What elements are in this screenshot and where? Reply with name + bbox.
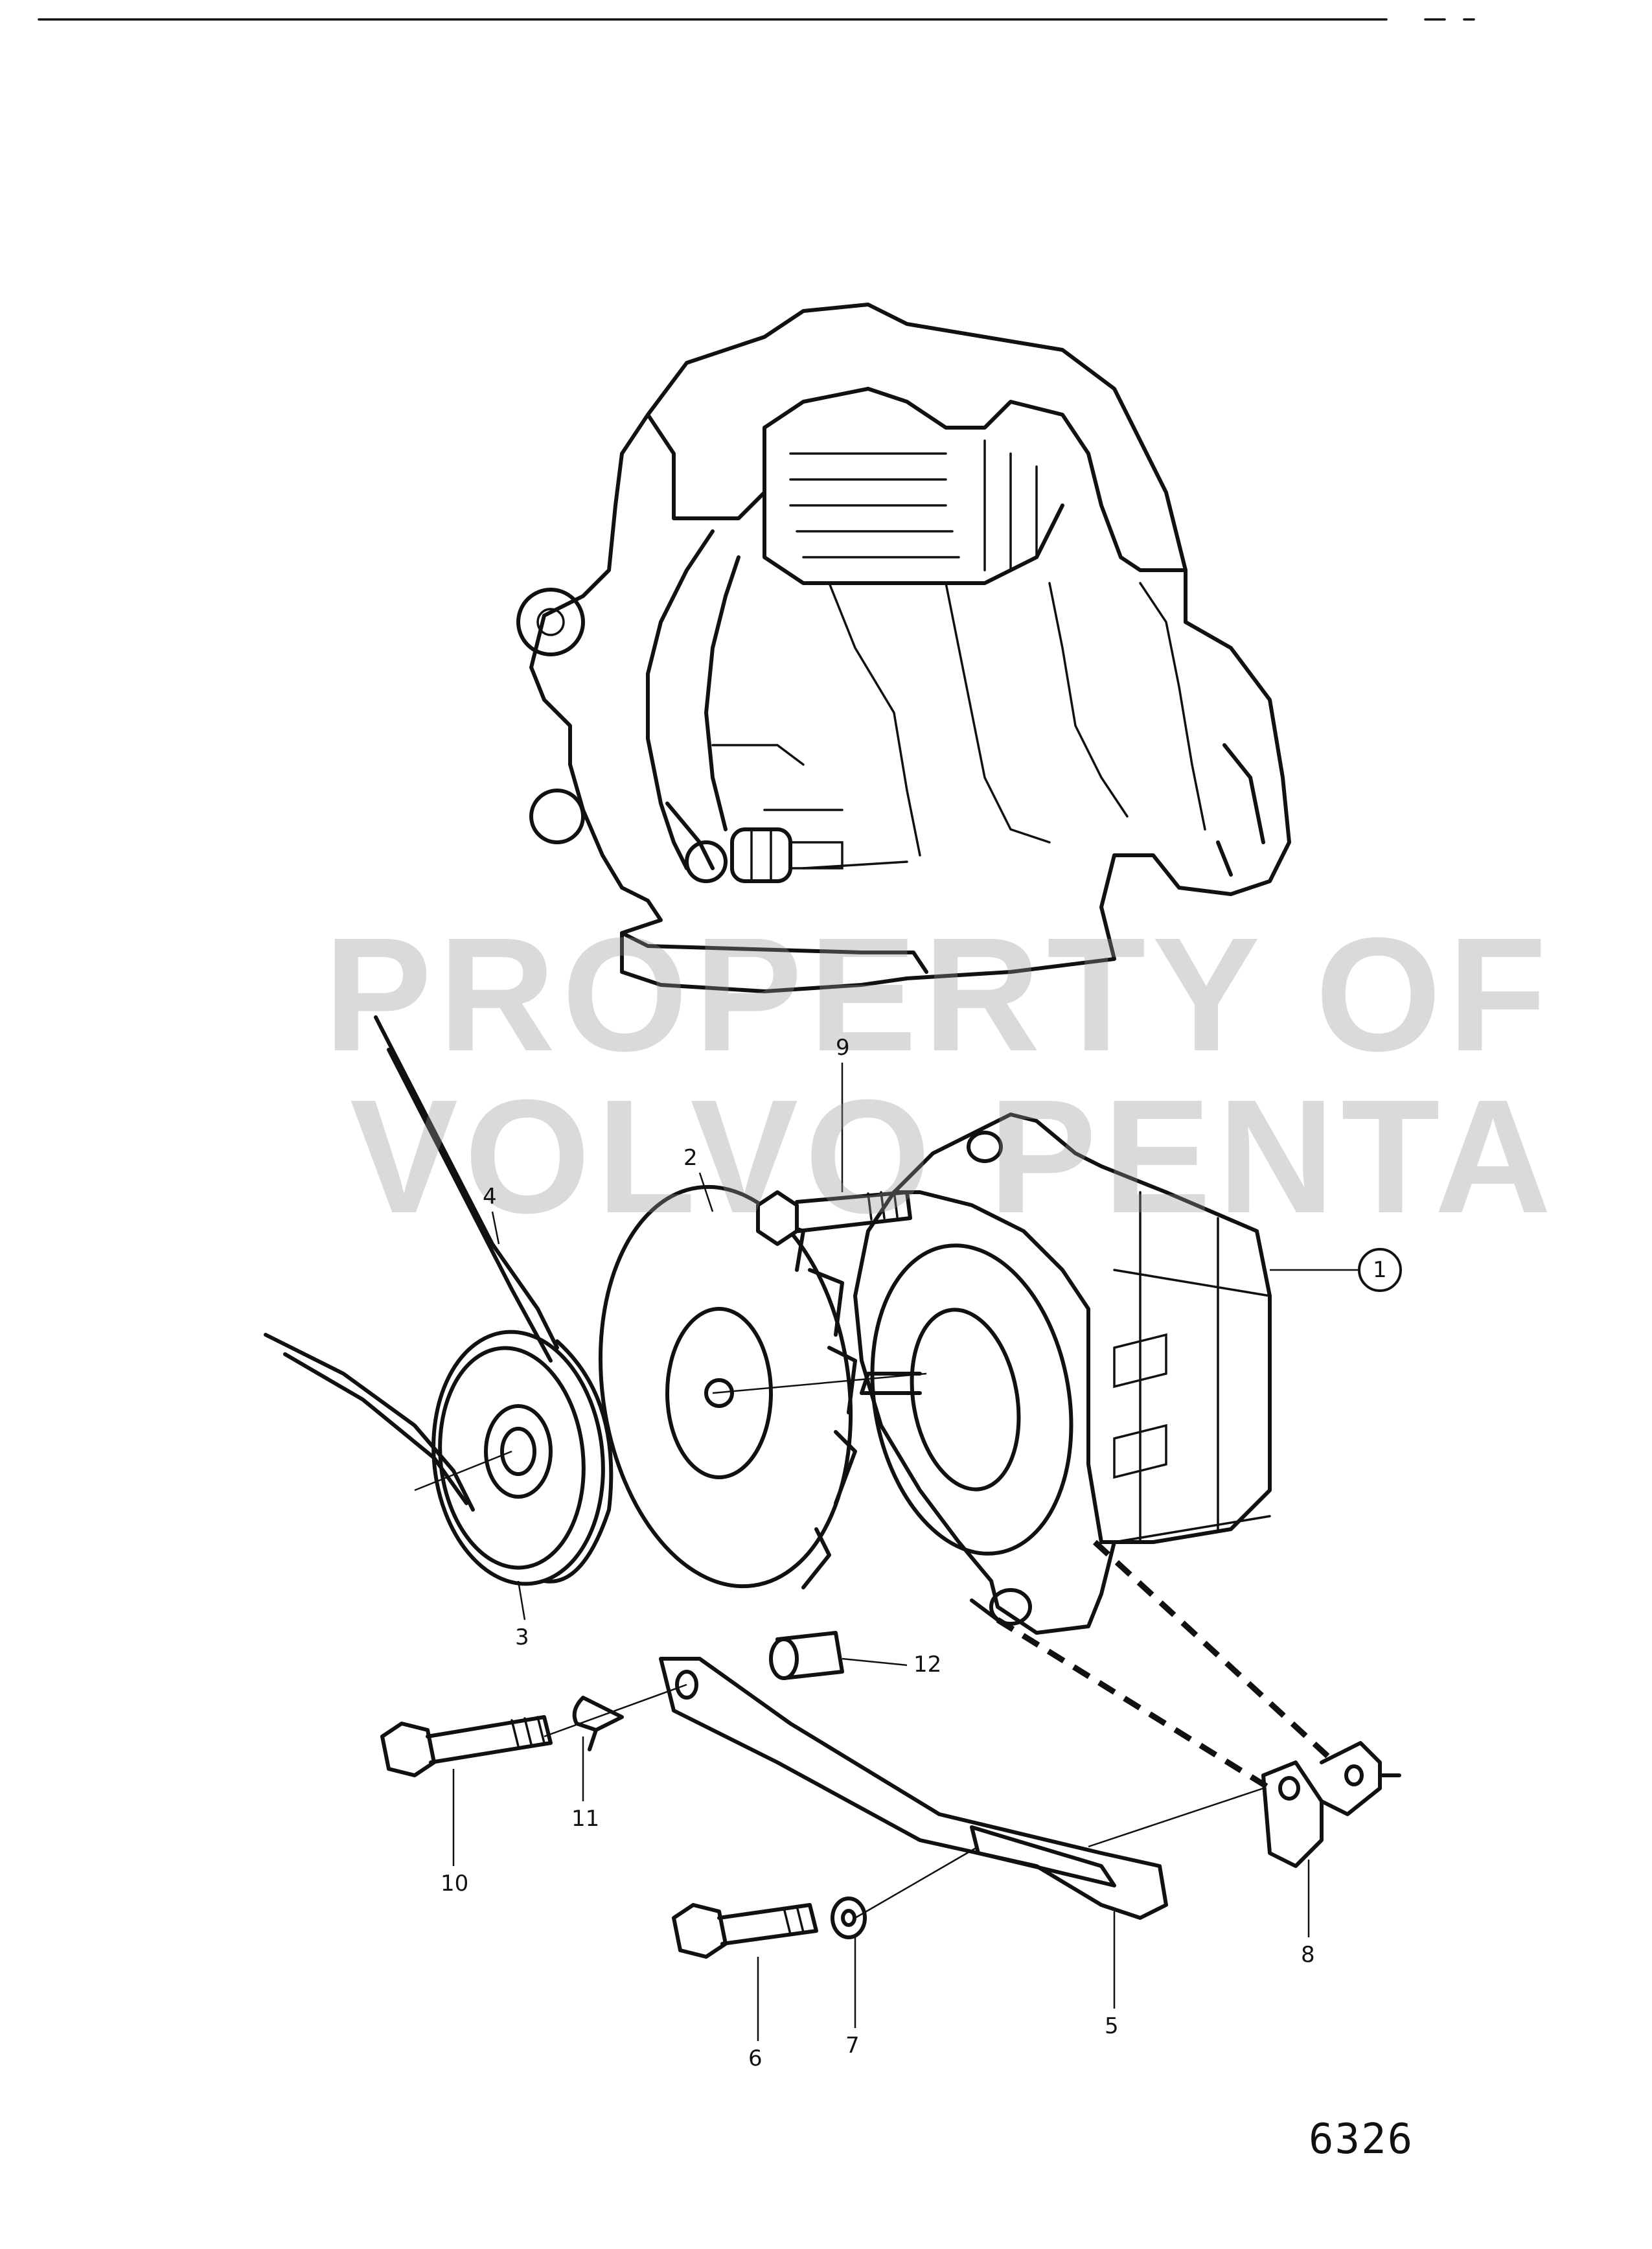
watermark-line-1: PROPERTY OF [324, 904, 1554, 1085]
callout-label-7: 7 [845, 2033, 860, 2059]
engine-illustration [516, 303, 1291, 993]
washer-7-drawing [831, 1897, 867, 1939]
callout-label-10: 10 [441, 1871, 469, 1897]
small-pulley-drawing [431, 1330, 614, 1586]
spacer-12-drawing [769, 1631, 844, 1680]
leader-lines [414, 1063, 1402, 2041]
callout-label-5: 5 [1105, 2013, 1119, 2039]
figure-reference-number: 6326 [1309, 2116, 1414, 2163]
bolt-10-drawing [380, 1715, 553, 1777]
bolt-9-drawing [756, 1190, 912, 1246]
watermark-line-2: VOLVO PENTA [350, 1066, 1558, 1247]
callout-label-12: 12 [913, 1652, 942, 1678]
bracket-5-drawing [659, 1657, 1168, 1920]
assembly-dashed-lines [996, 1540, 1337, 1791]
callout-label-2: 2 [683, 1145, 698, 1171]
bolt-6-drawing [672, 1903, 818, 1959]
callout-label-9: 9 [836, 1035, 850, 1061]
v-belt-drawing [264, 1015, 559, 1512]
callout-label-8: 8 [1301, 1942, 1315, 1968]
callout-1-circle [1358, 1248, 1402, 1292]
callout-label-4: 4 [483, 1184, 497, 1210]
callout-label-1: 1 [1373, 1257, 1387, 1283]
bracket-8-drawing [1261, 1741, 1401, 1868]
callout-label-6: 6 [748, 2046, 763, 2071]
callout-label-3: 3 [515, 1624, 529, 1650]
alternator-drawing [853, 1113, 1272, 1635]
clip-11-drawing [572, 1696, 624, 1751]
callout-label-11: 11 [571, 1806, 600, 1832]
